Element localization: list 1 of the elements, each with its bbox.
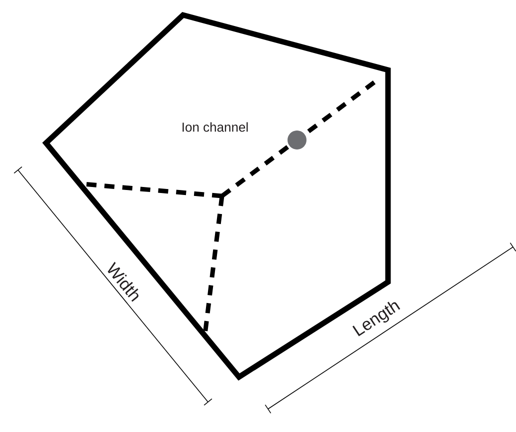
label-text: Ion channel <box>182 122 248 132</box>
